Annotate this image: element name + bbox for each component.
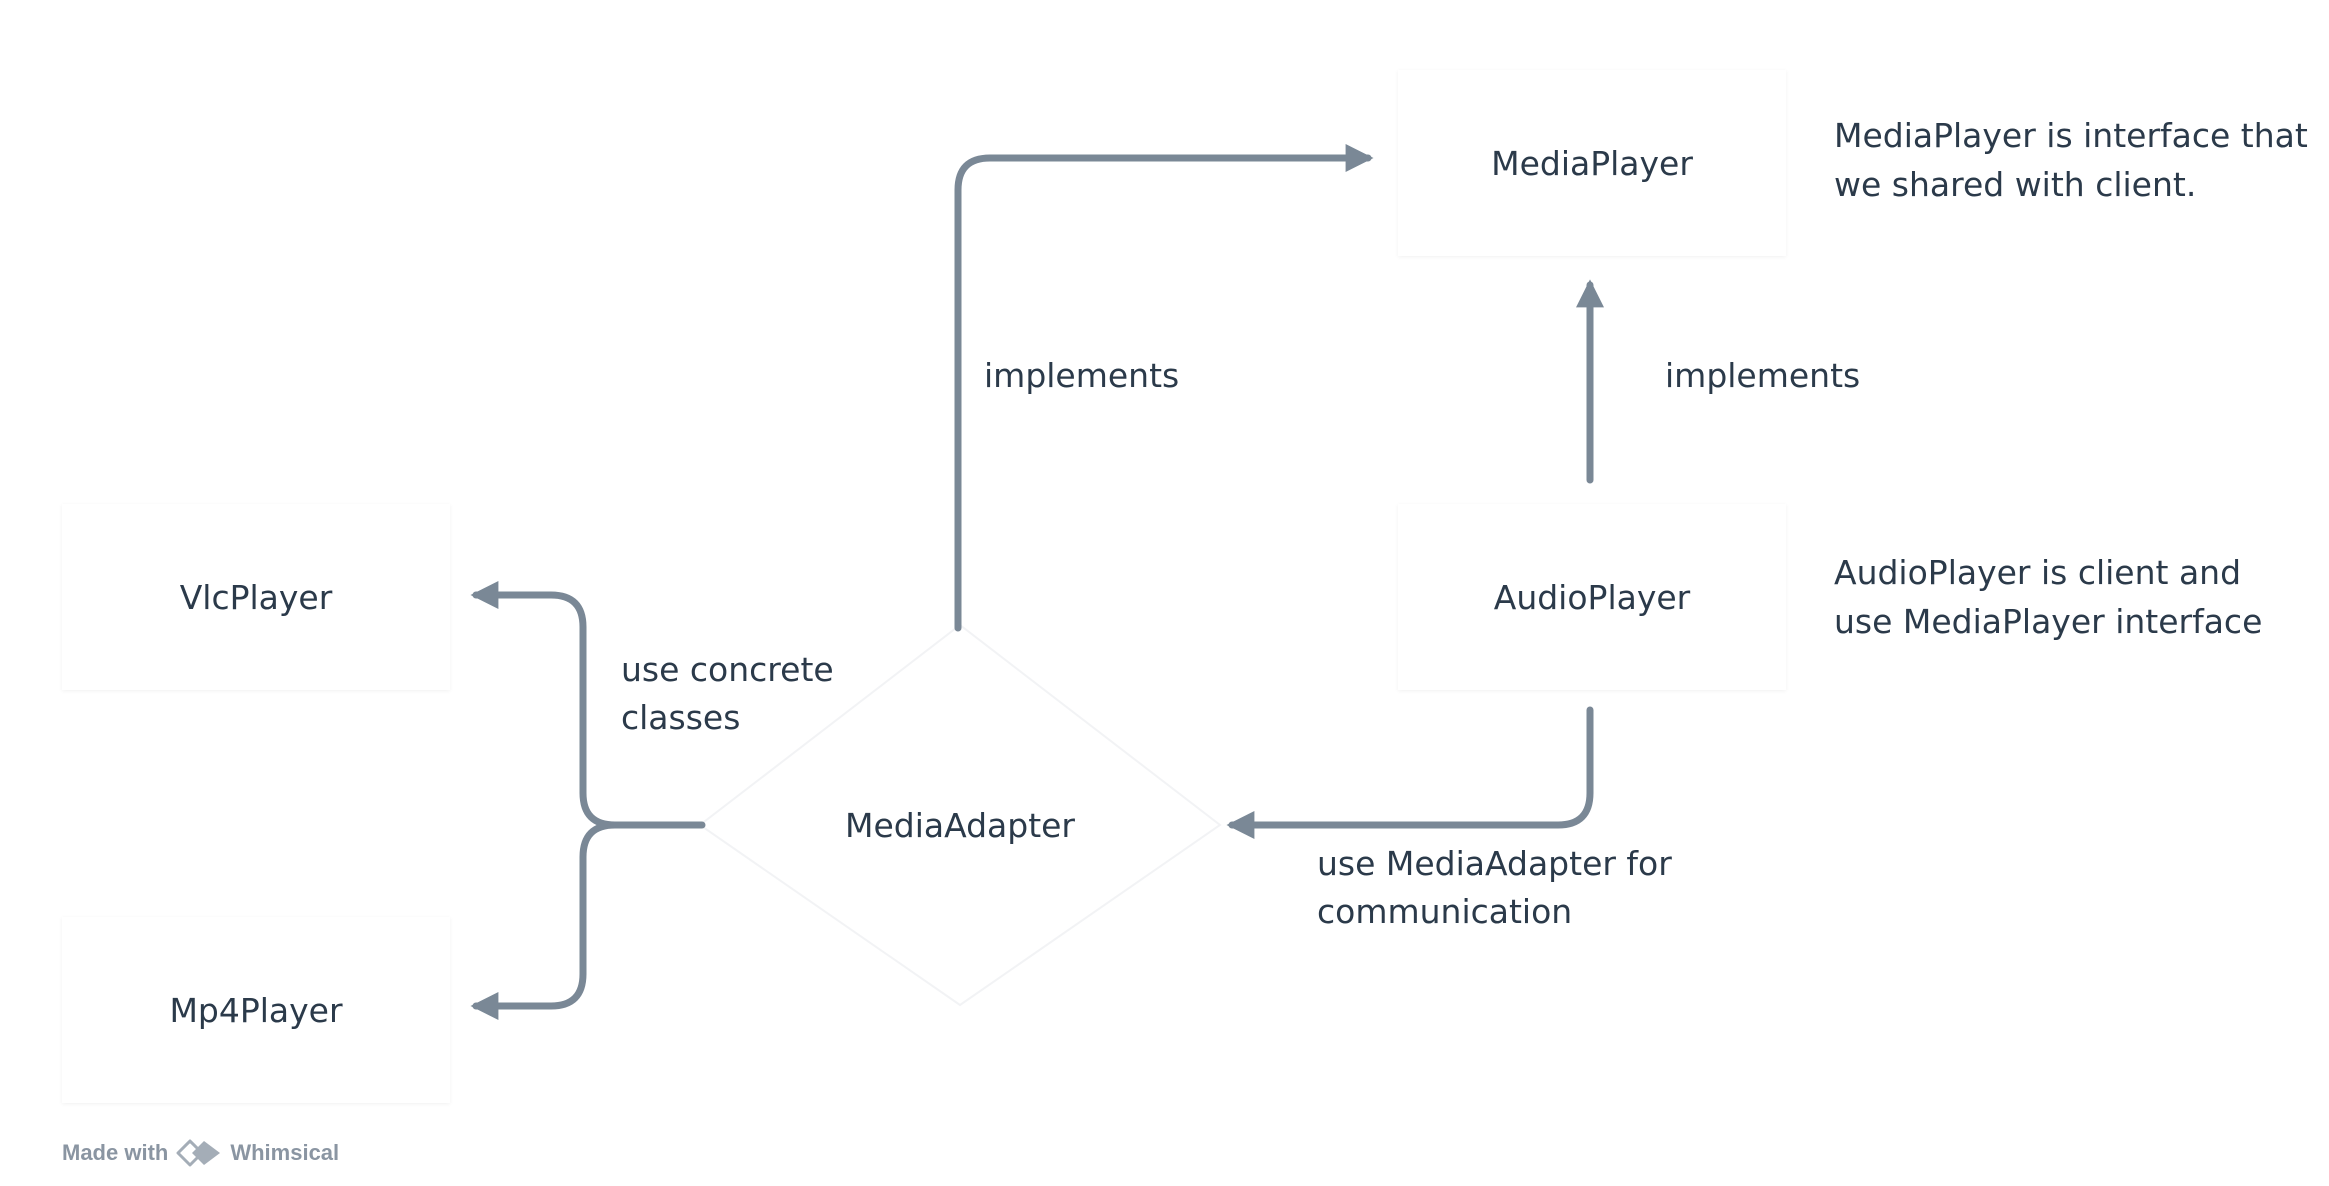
note-mediaplayer-interface: MediaPlayer is interface that we shared … xyxy=(1834,116,2308,204)
mp4-player-node[interactable]: Mp4Player xyxy=(62,917,450,1103)
connector-adapter-implements-mediaplayer xyxy=(954,144,1374,632)
edge-label-use-mediaadapter: use MediaAdapter for communication xyxy=(1317,844,1672,931)
media-player-label: MediaPlayer xyxy=(1491,143,1693,183)
note-audioplayer-client: AudioPlayer is client and use MediaPlaye… xyxy=(1834,553,2263,641)
media-adapter-diamond[interactable] xyxy=(698,623,1222,1007)
whimsical-brand-text: Whimsical xyxy=(230,1140,340,1165)
audio-player-label: AudioPlayer xyxy=(1493,577,1691,617)
made-with-text: Made with xyxy=(62,1140,169,1165)
connector-audioplayer-uses-adapter xyxy=(1226,706,1594,839)
media-player-node[interactable]: MediaPlayer xyxy=(1398,70,1786,256)
whimsical-logo-icon xyxy=(176,1137,222,1169)
edge-label-implements-adapter: implements xyxy=(984,356,1180,395)
made-with-whimsical-badge[interactable]: Made with Whimsical xyxy=(62,1133,339,1173)
edge-label-implements-audioplayer: implements xyxy=(1665,356,1861,395)
vlc-player-label: VlcPlayer xyxy=(179,577,333,617)
edge-label-use-concrete-classes: use concrete classes xyxy=(621,650,834,737)
media-adapter-label: MediaAdapter xyxy=(844,805,1076,845)
mp4-player-label: Mp4Player xyxy=(169,990,343,1030)
audio-player-node[interactable]: AudioPlayer xyxy=(1398,504,1786,690)
vlc-player-node[interactable]: VlcPlayer xyxy=(62,504,450,690)
connector-adapter-uses-mp4player xyxy=(470,821,619,1020)
